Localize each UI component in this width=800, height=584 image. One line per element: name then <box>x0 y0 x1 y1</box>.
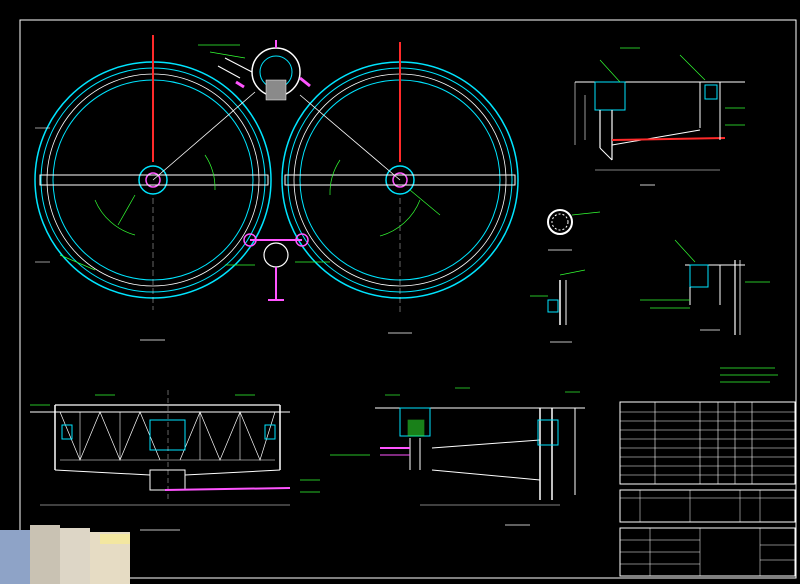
detail-section-middle-right <box>640 239 770 335</box>
sludge-well-plan <box>225 233 330 301</box>
watermark-logo <box>0 525 130 584</box>
notes <box>720 367 778 383</box>
distribution-well-plan <box>198 40 311 101</box>
title-block <box>619 489 796 577</box>
material-table <box>619 401 796 485</box>
plan-view <box>34 35 519 341</box>
right-tank-plan <box>281 42 519 315</box>
section-2-2 <box>330 387 585 526</box>
drawing-frame <box>19 19 797 579</box>
left-tank-plan <box>34 35 272 310</box>
ring-detail <box>547 209 601 251</box>
detail-section-top-right <box>574 47 745 186</box>
section-1-1 <box>30 390 320 531</box>
weir-detail-small <box>530 269 586 343</box>
